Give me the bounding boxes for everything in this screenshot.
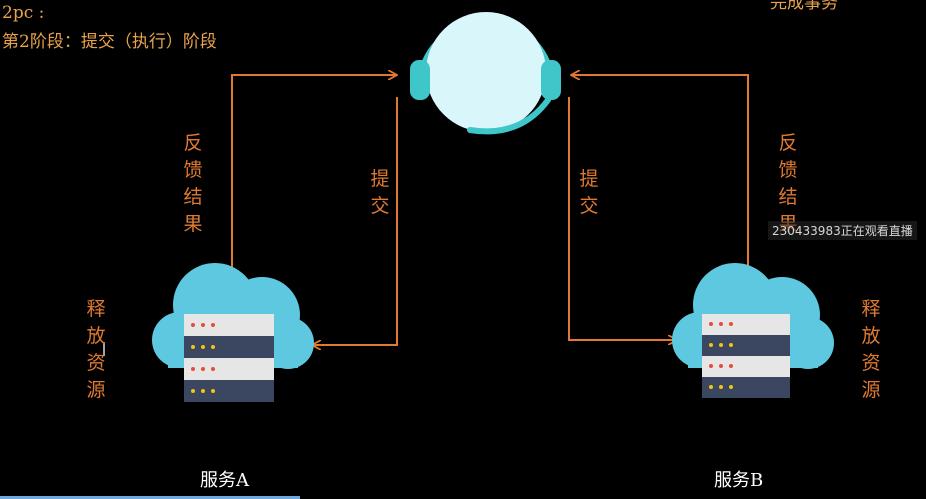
header-line-1: 2pc :: [2, 3, 45, 23]
release-label-left: 释放资源: [86, 298, 106, 401]
service-b-label: 服务B: [714, 470, 764, 491]
service-a-server-icon: [152, 263, 314, 402]
viewer-watching-overlay: 230433983正在观看直播: [768, 221, 917, 240]
submit-label-left: 提交: [370, 168, 390, 217]
service-b-server-icon: [672, 263, 834, 398]
feedback-label-left: 反馈结果: [183, 132, 203, 235]
submit-arrow-right: [568, 97, 676, 340]
coordinator-headset-icon: [410, 12, 561, 135]
submit-arrow-left: [313, 97, 398, 345]
service-a-label: 服务A: [200, 470, 249, 491]
release-label-right: 释放资源: [861, 298, 881, 401]
feedback-arrow-right: [572, 75, 749, 268]
video-progress-strip: [0, 496, 300, 499]
header-line-2: 第2阶段：提交（执行）阶段: [2, 32, 217, 52]
submit-label-right: 提交: [579, 168, 599, 217]
header-corner-partial: 完成事务: [770, 0, 838, 13]
feedback-arrow-left: [231, 75, 396, 268]
